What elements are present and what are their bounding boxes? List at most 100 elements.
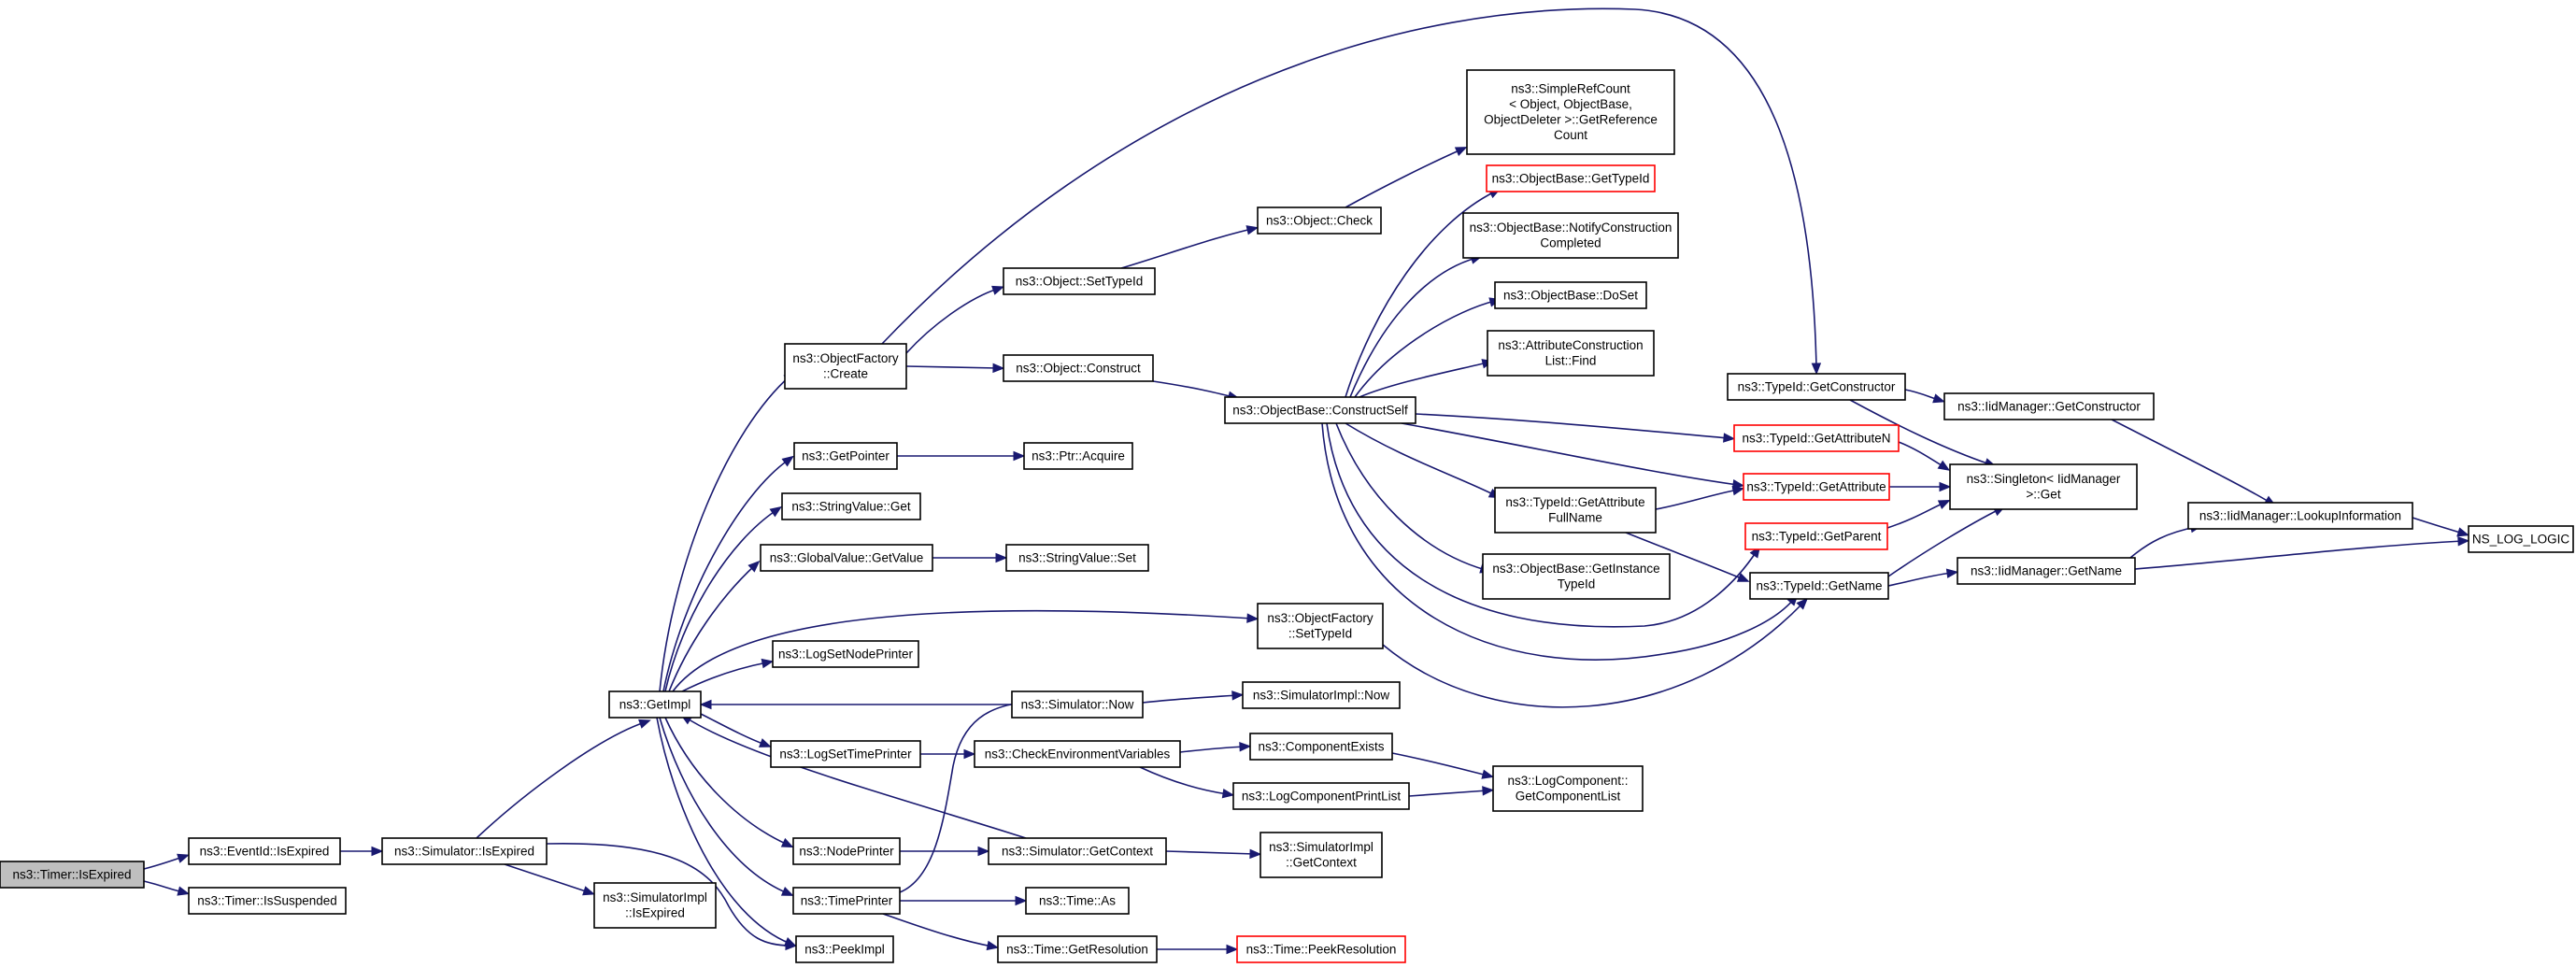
- node-label: ns3::TypeId::GetAttribute: [1505, 495, 1644, 509]
- arrowhead: [1221, 788, 1235, 799]
- node-time-getresolution[interactable]: ns3::Time::GetResolution: [997, 935, 1158, 963]
- arrowhead: [2457, 536, 2470, 547]
- edge-logcomponentprintlist-to-logcomponent_getcomponentlist: [1408, 786, 1495, 797]
- node-box: [793, 442, 898, 470]
- node-box: [1025, 887, 1130, 915]
- node-label: ns3::TypeId::GetConstructor: [1738, 379, 1896, 393]
- node-label: ns3::Object::Check: [1266, 213, 1373, 227]
- edge-objfactory_create-to-object_construct: [905, 363, 1005, 374]
- edge-object_settypeid-to-object_check: [1120, 225, 1260, 269]
- node-box: [792, 887, 901, 915]
- node-object-construct[interactable]: ns3::Object::Construct: [1003, 354, 1154, 382]
- node-label: Count: [1554, 128, 1587, 142]
- node-objfactory-create[interactable]: ns3::ObjectFactory::Create: [784, 343, 907, 390]
- node-object-check[interactable]: ns3::Object::Check: [1257, 206, 1382, 235]
- node-objbase-notifyconstruction[interactable]: ns3::ObjectBase::NotifyConstructionCompl…: [1462, 212, 1679, 259]
- node-ns-log-logic[interactable]: NS_LOG_LOGIC: [2468, 525, 2574, 553]
- node-simimpl-isexpired[interactable]: ns3::SimulatorImpl::IsExpired: [593, 882, 717, 929]
- node-getimpl[interactable]: ns3::GetImpl: [608, 690, 702, 719]
- edge-getimpl-to-nodeprinter: [664, 717, 794, 848]
- node-label: ns3::TypeId::GetParent: [1752, 529, 1882, 543]
- node-typeid-getconstructor[interactable]: ns3::TypeId::GetConstructor: [1727, 373, 1906, 401]
- edge-componentexists-to-logcomponent_getcomponentlist: [1391, 752, 1495, 779]
- node-box: [1494, 281, 1647, 309]
- arrowhead: [1231, 690, 1245, 701]
- edge-getpointer-to-ptr_acquire: [897, 450, 1026, 462]
- node-timer-isexpired[interactable]: ns3::Timer::IsExpired: [0, 861, 145, 889]
- node-box: [1486, 164, 1656, 192]
- node-ptr-acquire[interactable]: ns3::Ptr::Acquire: [1023, 442, 1133, 470]
- node-objbase-gettypeid[interactable]: ns3::ObjectBase::GetTypeId: [1486, 164, 1656, 192]
- node-singleton-get[interactable]: ns3::Singleton< IidManager>::Get: [1949, 463, 2138, 510]
- node-objfactory-settypeid[interactable]: ns3::ObjectFactory::SetTypeId: [1257, 603, 1384, 649]
- node-logsetnodeprinter[interactable]: ns3::LogSetNodePrinter: [772, 640, 919, 668]
- node-simimpl-now[interactable]: ns3::SimulatorImpl::Now: [1242, 681, 1401, 709]
- node-simulator-now[interactable]: ns3::Simulator::Now: [1011, 690, 1144, 719]
- node-timeprinter[interactable]: ns3::TimePrinter: [792, 887, 901, 915]
- edge-getimpl-to-logsettimeprinter: [700, 713, 772, 747]
- edge-getimpl-to-stringvalue_get: [664, 505, 783, 692]
- node-label: ns3::GetImpl: [619, 697, 691, 711]
- node-label: ns3::IidManager::GetName: [1971, 563, 2122, 577]
- node-logcomponentprintlist[interactable]: ns3::LogComponentPrintList: [1232, 782, 1410, 810]
- node-time-as[interactable]: ns3::Time::As: [1025, 887, 1130, 915]
- node-box: [188, 837, 341, 865]
- node-iidmanager-getconstructor[interactable]: ns3::IidManager::GetConstructor: [1943, 392, 2155, 420]
- arrowhead: [1811, 363, 1822, 376]
- node-timer-issuspended[interactable]: ns3::Timer::IsSuspended: [188, 887, 347, 915]
- node-box: [1943, 392, 2155, 420]
- node-label: ns3::Simulator::GetContext: [1002, 844, 1153, 858]
- node-simplerefcount[interactable]: ns3::SimpleRefCount< Object, ObjectBase,…: [1466, 69, 1675, 155]
- node-logcomponent-getcomponentlist[interactable]: ns3::LogComponent::GetComponentList: [1492, 765, 1644, 812]
- arrowhead: [1939, 481, 1952, 492]
- arrowhead: [780, 887, 794, 896]
- node-iidmanager-getname[interactable]: ns3::IidManager::GetName: [1957, 557, 2136, 585]
- node-label: ns3::ObjectBase::ConstructSelf: [1232, 403, 1408, 417]
- node-typeid-getname[interactable]: ns3::TypeId::GetName: [1749, 572, 1889, 600]
- arrowhead: [1249, 848, 1262, 860]
- node-label: Completed: [1540, 236, 1601, 250]
- node-box: [1005, 544, 1149, 572]
- node-simimpl-getcontext[interactable]: ns3::SimulatorImpl::GetContext: [1260, 832, 1383, 878]
- node-logsettimeprinter[interactable]: ns3::LogSetTimePrinter: [770, 740, 921, 768]
- node-typeid-getattributen[interactable]: ns3::TypeId::GetAttributeN: [1733, 424, 1900, 452]
- node-simulator-getcontext[interactable]: ns3::Simulator::GetContext: [988, 837, 1167, 865]
- node-objbase-constructself[interactable]: ns3::ObjectBase::ConstructSelf: [1224, 396, 1416, 424]
- node-stringvalue-set[interactable]: ns3::StringValue::Set: [1005, 544, 1149, 572]
- node-typeid-getattribute[interactable]: ns3::TypeId::GetAttribute: [1743, 473, 1890, 501]
- node-checkenv[interactable]: ns3::CheckEnvironmentVariables: [974, 740, 1181, 768]
- edge-typeid_getconstructor-to-iidmanager_getconstructor: [1904, 389, 1945, 404]
- node-label: ::SetTypeId: [1288, 627, 1352, 641]
- node-label: < Object, ObjectBase,: [1509, 97, 1632, 111]
- node-label: ns3::PeekImpl: [804, 942, 885, 956]
- arrowhead: [758, 738, 772, 747]
- node-typeid-getparent[interactable]: ns3::TypeId::GetParent: [1744, 522, 1888, 550]
- node-label: ns3::LogComponentPrintList: [1242, 789, 1402, 803]
- node-time-peekresolution[interactable]: ns3::Time::PeekResolution: [1236, 935, 1406, 963]
- node-iidmanager-lookupinformation[interactable]: ns3::IidManager::LookupInformation: [2187, 502, 2413, 530]
- node-eventid-isexpired[interactable]: ns3::EventId::IsExpired: [188, 837, 341, 865]
- node-stringvalue-get[interactable]: ns3::StringValue::Get: [781, 492, 921, 520]
- node-objbase-doset[interactable]: ns3::ObjectBase::DoSet: [1494, 281, 1647, 309]
- edge-simulator_getcontext-to-simimpl_getcontext: [1165, 848, 1262, 860]
- node-nodeprinter[interactable]: ns3::NodePrinter: [792, 837, 901, 865]
- edge-timeprinter-to-time_as: [900, 895, 1028, 906]
- node-peekimpl[interactable]: ns3::PeekImpl: [795, 935, 894, 963]
- node-getpointer[interactable]: ns3::GetPointer: [793, 442, 898, 470]
- edge-object_check-to-simplerefcount: [1345, 147, 1468, 208]
- node-box: [1462, 212, 1679, 259]
- node-simulator-isexpired[interactable]: ns3::Simulator::IsExpired: [381, 837, 548, 865]
- node-object-settypeid[interactable]: ns3::Object::SetTypeId: [1003, 267, 1156, 295]
- node-label: ns3::ObjectBase::DoSet: [1503, 288, 1638, 302]
- node-box: [1236, 935, 1406, 963]
- node-label: ns3::ObjectBase::GetInstance: [1492, 562, 1659, 576]
- node-componentexists[interactable]: ns3::ComponentExists: [1249, 733, 1393, 761]
- edge-nodeprinter-to-simulator_getcontext: [900, 846, 990, 857]
- node-globalvalue-getvalue[interactable]: ns3::GlobalValue::GetValue: [760, 544, 933, 572]
- edge-simulator_isexpired-to-getimpl: [476, 719, 651, 839]
- node-box: [1492, 765, 1644, 812]
